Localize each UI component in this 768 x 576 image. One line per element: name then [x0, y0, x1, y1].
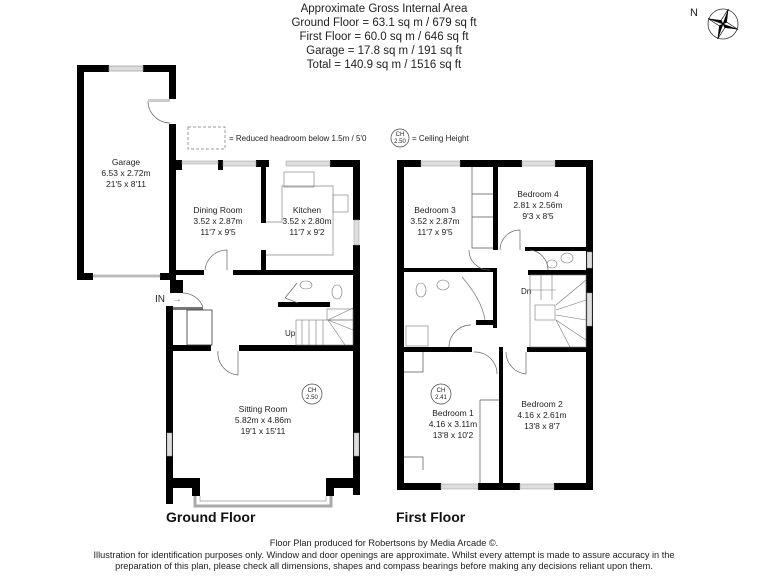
room-metric: 3.52 x 2.87m [410, 216, 459, 226]
svg-text:CH: CH [308, 388, 317, 394]
ch-symbol-top: CH [396, 132, 405, 138]
compass-rose-icon [707, 8, 739, 40]
room-name: Bedroom 3 [414, 205, 456, 215]
north-label: N [690, 7, 698, 19]
ground-floor-area: Ground Floor = 63.1 sq m / 679 sq ft [291, 17, 477, 29]
stairs-up-label: Up [285, 329, 296, 338]
room-imperial: 13'8 x 10'2 [433, 430, 474, 440]
room-name: Bedroom 1 [432, 408, 474, 418]
ground-floor-plan: IN → Up Garage 6 [77, 65, 360, 508]
room-garage: Garage 6.53 x 2.72m 21'5 x 8'11 [101, 157, 150, 189]
room-kitchen: Kitchen 3.52 x 2.80m 11'7 x 9'2 [282, 205, 331, 237]
room-imperial: 9'3 x 8'5 [522, 211, 553, 221]
basin-icon [436, 279, 450, 291]
shower-icon [405, 325, 429, 347]
sink-icon [283, 171, 315, 188]
reduced-headroom-symbol [187, 126, 226, 150]
footer-credit: Floor Plan produced for Robertsons by Me… [269, 538, 499, 548]
toilet-icon [415, 282, 427, 298]
first-floor-title: First Floor [396, 509, 466, 525]
room-metric: 6.53 x 2.72m [101, 168, 150, 178]
area-title: Approximate Gross Internal Area [300, 3, 468, 15]
garage-walls [77, 65, 176, 280]
room-bedroom-4: Bedroom 4 2.81 x 2.56m 9'3 x 8'5 [513, 189, 562, 221]
room-imperial: 11'7 x 9'5 [417, 227, 452, 237]
room-bedroom-3: Bedroom 3 3.52 x 2.87m 11'7 x 9'5 [410, 205, 459, 237]
toilet-icon [560, 252, 574, 264]
room-metric: 5.82m x 4.86m [235, 415, 291, 425]
room-name: Sitting Room [239, 404, 288, 414]
first-floor-area: First Floor = 60.0 sq m / 646 sq ft [299, 31, 469, 43]
toilet-icon [331, 284, 343, 300]
ceiling-height-symbol [390, 128, 410, 148]
ceiling-height-badge: CH 2.50 [301, 383, 323, 405]
room-name: Bedroom 2 [521, 399, 563, 409]
svg-text:CH: CH [437, 388, 446, 394]
room-metric: 4.16 x 3.11m [429, 419, 478, 429]
room-bedroom-1: Bedroom 1 4.16 x 3.11m 13'8 x 10'2 [429, 408, 478, 440]
room-imperial: 13'8 x 8'7 [524, 421, 560, 431]
room-imperial: 21'5 x 8'11 [106, 179, 146, 189]
basin-icon [546, 259, 558, 269]
svg-text:2.50: 2.50 [306, 395, 318, 401]
area-summary: Approximate Gross Internal Area Ground F… [0, 2, 768, 72]
hall-walls [166, 280, 360, 504]
bath-icon [461, 276, 486, 321]
hob-icon [332, 194, 349, 213]
first-floor-plan: Dn Bedroom 3 3.52 x 2.87m 11'7 x 9'5 Bed… [397, 160, 593, 490]
stairs-down [529, 274, 587, 348]
svg-text:2.41: 2.41 [435, 395, 447, 401]
ch-symbol-value: 2.50 [394, 139, 406, 145]
footer-disclaimer-2: preparation of this plan, please check a… [115, 561, 653, 571]
room-metric: 4.16 x 2.61m [517, 410, 566, 420]
stairs-up [295, 307, 354, 346]
reduced-headroom-legend: = Reduced headroom below 1.5m / 5'0 [229, 134, 367, 143]
ceiling-height-legend: = Ceiling Height [412, 134, 469, 143]
room-name: Bedroom 4 [517, 189, 559, 199]
room-bedroom-2: Bedroom 2 4.16 x 2.61m 13'8 x 8'7 [517, 399, 566, 431]
sitting-room-walls [166, 345, 360, 496]
room-metric: 3.52 x 2.80m [282, 216, 331, 226]
room-imperial: 11'7 x 9'5 [200, 227, 235, 237]
room-sitting: Sitting Room 5.82m x 4.86m 19'1 x 15'11 [235, 404, 291, 436]
room-name: Garage [112, 157, 141, 167]
ground-floor-title: Ground Floor [166, 509, 256, 525]
stairs-down-label: Dn [521, 287, 531, 296]
room-imperial: 11'7 x 9'2 [289, 227, 324, 237]
legend: = Reduced headroom below 1.5m / 5'0 CH 2… [187, 126, 469, 150]
room-metric: 3.52 x 2.87m [193, 216, 242, 226]
room-dining: Dining Room 3.52 x 2.87m 11'7 x 9'5 [193, 205, 242, 237]
entrance-label: IN [155, 294, 165, 305]
entrance-arrow-icon: → [172, 294, 182, 305]
footer-disclaimer-1: Illustration for identification purposes… [93, 549, 675, 560]
room-name: Kitchen [293, 205, 322, 215]
garage-area: Garage = 17.8 sq m / 191 sq ft [306, 45, 462, 57]
basin-icon [299, 280, 313, 290]
total-area: Total = 140.9 sq m / 1516 sq ft [306, 59, 462, 71]
room-name: Dining Room [193, 205, 242, 215]
ceiling-height-badge: CH 2.41 [430, 383, 452, 405]
room-metric: 2.81 x 2.56m [513, 200, 562, 210]
room-imperial: 19'1 x 15'11 [241, 426, 286, 436]
compass: N [688, 4, 758, 44]
disclaimer: Floor Plan produced for Robertsons by Me… [0, 538, 768, 573]
